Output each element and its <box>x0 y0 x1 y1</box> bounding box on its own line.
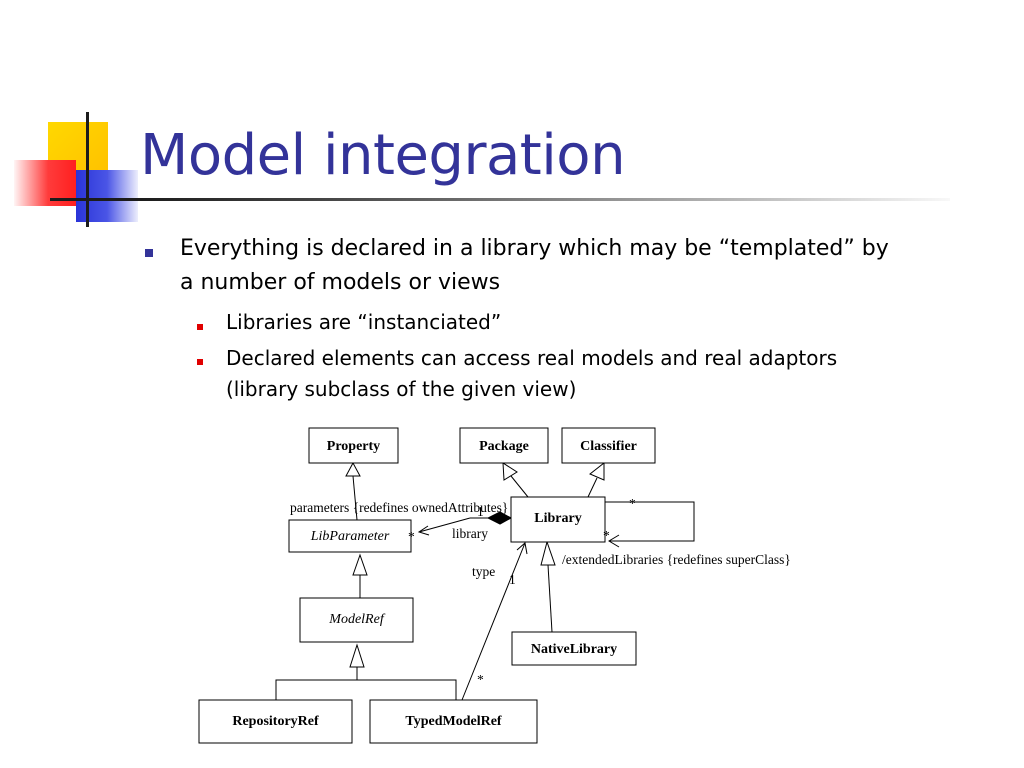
label-extended-libraries: /extendedLibraries {redefines superClass… <box>562 552 791 567</box>
class-name: Classifier <box>580 439 637 454</box>
class-typedmodelref: TypedModelRef <box>369 699 538 744</box>
edge-libparameter-property <box>352 475 358 521</box>
bullet-text-line: Everything is declared in a library whic… <box>180 236 889 261</box>
class-library: Library <box>510 496 606 543</box>
class-name: LibParameter <box>310 529 390 544</box>
generalization-arrow <box>502 462 518 481</box>
class-modelref: ModelRef <box>299 597 414 643</box>
sub-bullet-marker <box>197 359 203 365</box>
class-libparameter: LibParameter <box>288 519 412 553</box>
navigation-arrowhead <box>516 542 528 555</box>
edge-extended-libraries <box>605 501 695 542</box>
label-multiplicity: * <box>629 496 636 511</box>
navigation-arrowhead <box>417 525 430 536</box>
edge-library-package <box>510 475 529 498</box>
class-name: Package <box>479 439 529 454</box>
class-classifier: Classifier <box>561 427 656 464</box>
label-multiplicity: * <box>477 672 484 687</box>
class-name: NativeLibrary <box>531 642 617 657</box>
generalization-arrow <box>352 553 368 576</box>
sub-bullet-text-line: (library subclass of the given view) <box>226 377 577 401</box>
edge-type-association <box>461 542 526 701</box>
edge-subclasses-bus <box>275 679 457 700</box>
sub-bullet-marker <box>197 324 203 330</box>
bullet-text-line: a number of models or views <box>180 270 501 295</box>
title-underline <box>50 198 950 201</box>
class-name: Library <box>534 511 581 526</box>
label-multiplicity: * <box>408 529 415 544</box>
generalization-arrow <box>349 643 365 668</box>
edge-nativelibrary-library <box>547 564 553 633</box>
edge-parameters-association <box>418 517 471 533</box>
sub-bullet-text-line: Libraries are “instanciated” <box>226 310 502 334</box>
label-type-role: type <box>472 564 495 579</box>
class-nativelibrary: NativeLibrary <box>511 631 637 666</box>
diagram-edges <box>275 461 695 701</box>
class-name: Property <box>327 439 380 454</box>
label-library-role: library <box>452 526 488 541</box>
class-name: RepositoryRef <box>232 714 319 729</box>
label-multiplicity: * <box>603 528 610 543</box>
label-parameters: parameters {redefines ownedAttributes} <box>290 500 508 515</box>
sub-bullet-text-line: Declared elements can access real models… <box>226 346 838 370</box>
label-multiplicity: 1 <box>509 572 516 587</box>
decorative-vertical-line <box>86 112 89 227</box>
class-repositoryref: RepositoryRef <box>198 699 353 744</box>
class-property: Property <box>308 427 399 464</box>
class-name: TypedModelRef <box>405 714 502 729</box>
page-title: Model integration <box>140 123 626 188</box>
bullet-marker <box>145 249 153 257</box>
edge-library-classifier <box>587 477 598 498</box>
class-package: Package <box>459 427 549 464</box>
class-name: ModelRef <box>328 612 386 627</box>
navigation-arrowhead <box>608 534 620 548</box>
generalization-arrow <box>589 461 605 481</box>
generalization-arrow <box>345 461 361 477</box>
label-multiplicity: 1 <box>477 504 484 519</box>
generalization-arrow <box>540 540 556 566</box>
